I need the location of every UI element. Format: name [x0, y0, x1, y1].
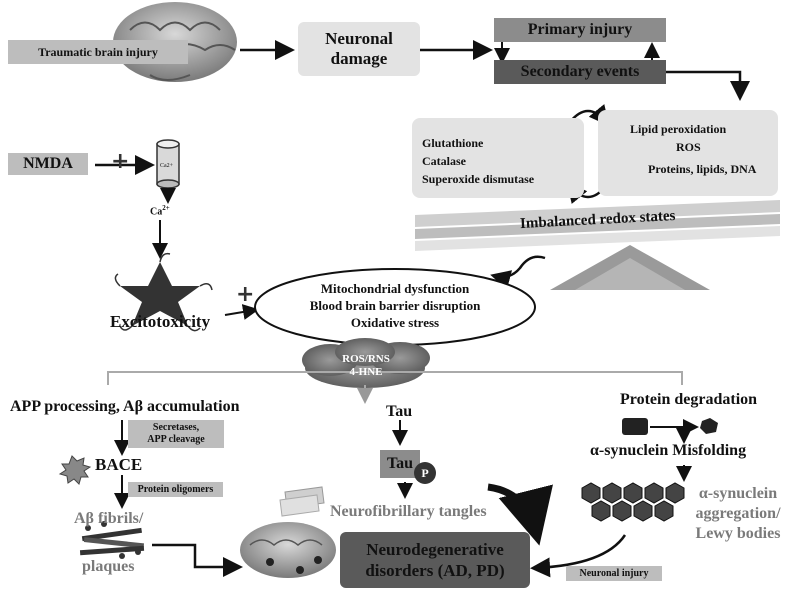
ros-cloud-shape [302, 338, 430, 388]
plaques-label: plaques [82, 558, 135, 575]
synuclein-aggregation-label: α-synuclein aggregation/ Lewy bodies [695, 485, 781, 542]
ros-rns-label: ROS/RNS 4-HNE [342, 353, 390, 378]
excitotoxicity-star-icon [114, 252, 213, 332]
phosphate-badge: P [414, 462, 436, 484]
oxidative-damage-box: Lipid peroxidation ROS Proteins, lipids,… [598, 110, 778, 196]
tangles-icon [279, 486, 325, 517]
antioxidant-1: Glutathione [422, 136, 484, 150]
channel-ca-label: Ca2+ [160, 163, 174, 169]
proteins-lipids-dna-label: Proteins, lipids, DNA [648, 162, 757, 176]
synuclein-aggregate-icon [581, 482, 685, 522]
antioxidant-3: Superoxide dismutase [422, 172, 535, 186]
redox-balance-stripes [415, 200, 780, 251]
protein-block-icon [622, 418, 648, 435]
ros-label: ROS [676, 140, 701, 154]
app-processing-label: APP processing, Aβ accumulation [10, 398, 240, 415]
nft-label: Neurofibrillary tangles [330, 503, 487, 520]
tau-label: Tau [386, 403, 413, 420]
bace-enzyme-icon [58, 455, 92, 485]
central-effects-text: Mitochondrial dysfunction Blood brain ba… [300, 280, 490, 331]
brain-icon-bottom [240, 522, 336, 578]
svg-text:+: + [236, 282, 254, 307]
secretases-tag: Secretases, APP cleavage [128, 420, 224, 448]
mito-line-2: Blood brain barrier disruption [309, 298, 481, 313]
protein-oligomers-tag: Protein oligomers [128, 482, 223, 497]
antioxidant-2: Catalase [422, 154, 466, 168]
protein-degradation-label: Protein degradation [620, 391, 758, 408]
calcium-label: Ca2+ [150, 204, 170, 218]
ab-fibrils-label: Aβ fibrils/ [74, 510, 144, 527]
excitotoxicity-label: Excitotoxicity [110, 312, 211, 331]
degraded-protein-icon [700, 418, 718, 434]
synuclein-misfolding-label: α-synuclein Misfolding [590, 442, 747, 459]
secondary-events-box: Secondary events [494, 60, 666, 84]
branch-line [107, 371, 683, 385]
primary-injury-box: Primary injury [494, 18, 666, 42]
mito-line-1: Mitochondrial dysfunction [320, 281, 470, 296]
tau-box: Tau [380, 450, 420, 478]
tbi-label: Traumatic brain injury [8, 40, 188, 64]
mito-line-3: Oxidative stress [350, 315, 440, 330]
neuronal-injury-tag: Neuronal injury [566, 566, 662, 581]
calcium-channel-icon [156, 139, 180, 189]
lipid-peroxidation-label: Lipid peroxidation [630, 122, 727, 136]
bace-label: BACE [95, 455, 143, 474]
arrow-secondary-to-redox [665, 70, 750, 101]
neuronal-damage-box: Neuronal damage [298, 22, 420, 76]
amyloid-plaque-icon [79, 521, 145, 559]
nmda-box: NMDA [8, 153, 88, 175]
antioxidants-box: Glutathione Catalase Superoxide dismutas… [412, 118, 584, 198]
neurodegenerative-box: Neurodegenerative disorders (AD, PD) [340, 532, 530, 588]
plus-icon: + [111, 149, 130, 174]
